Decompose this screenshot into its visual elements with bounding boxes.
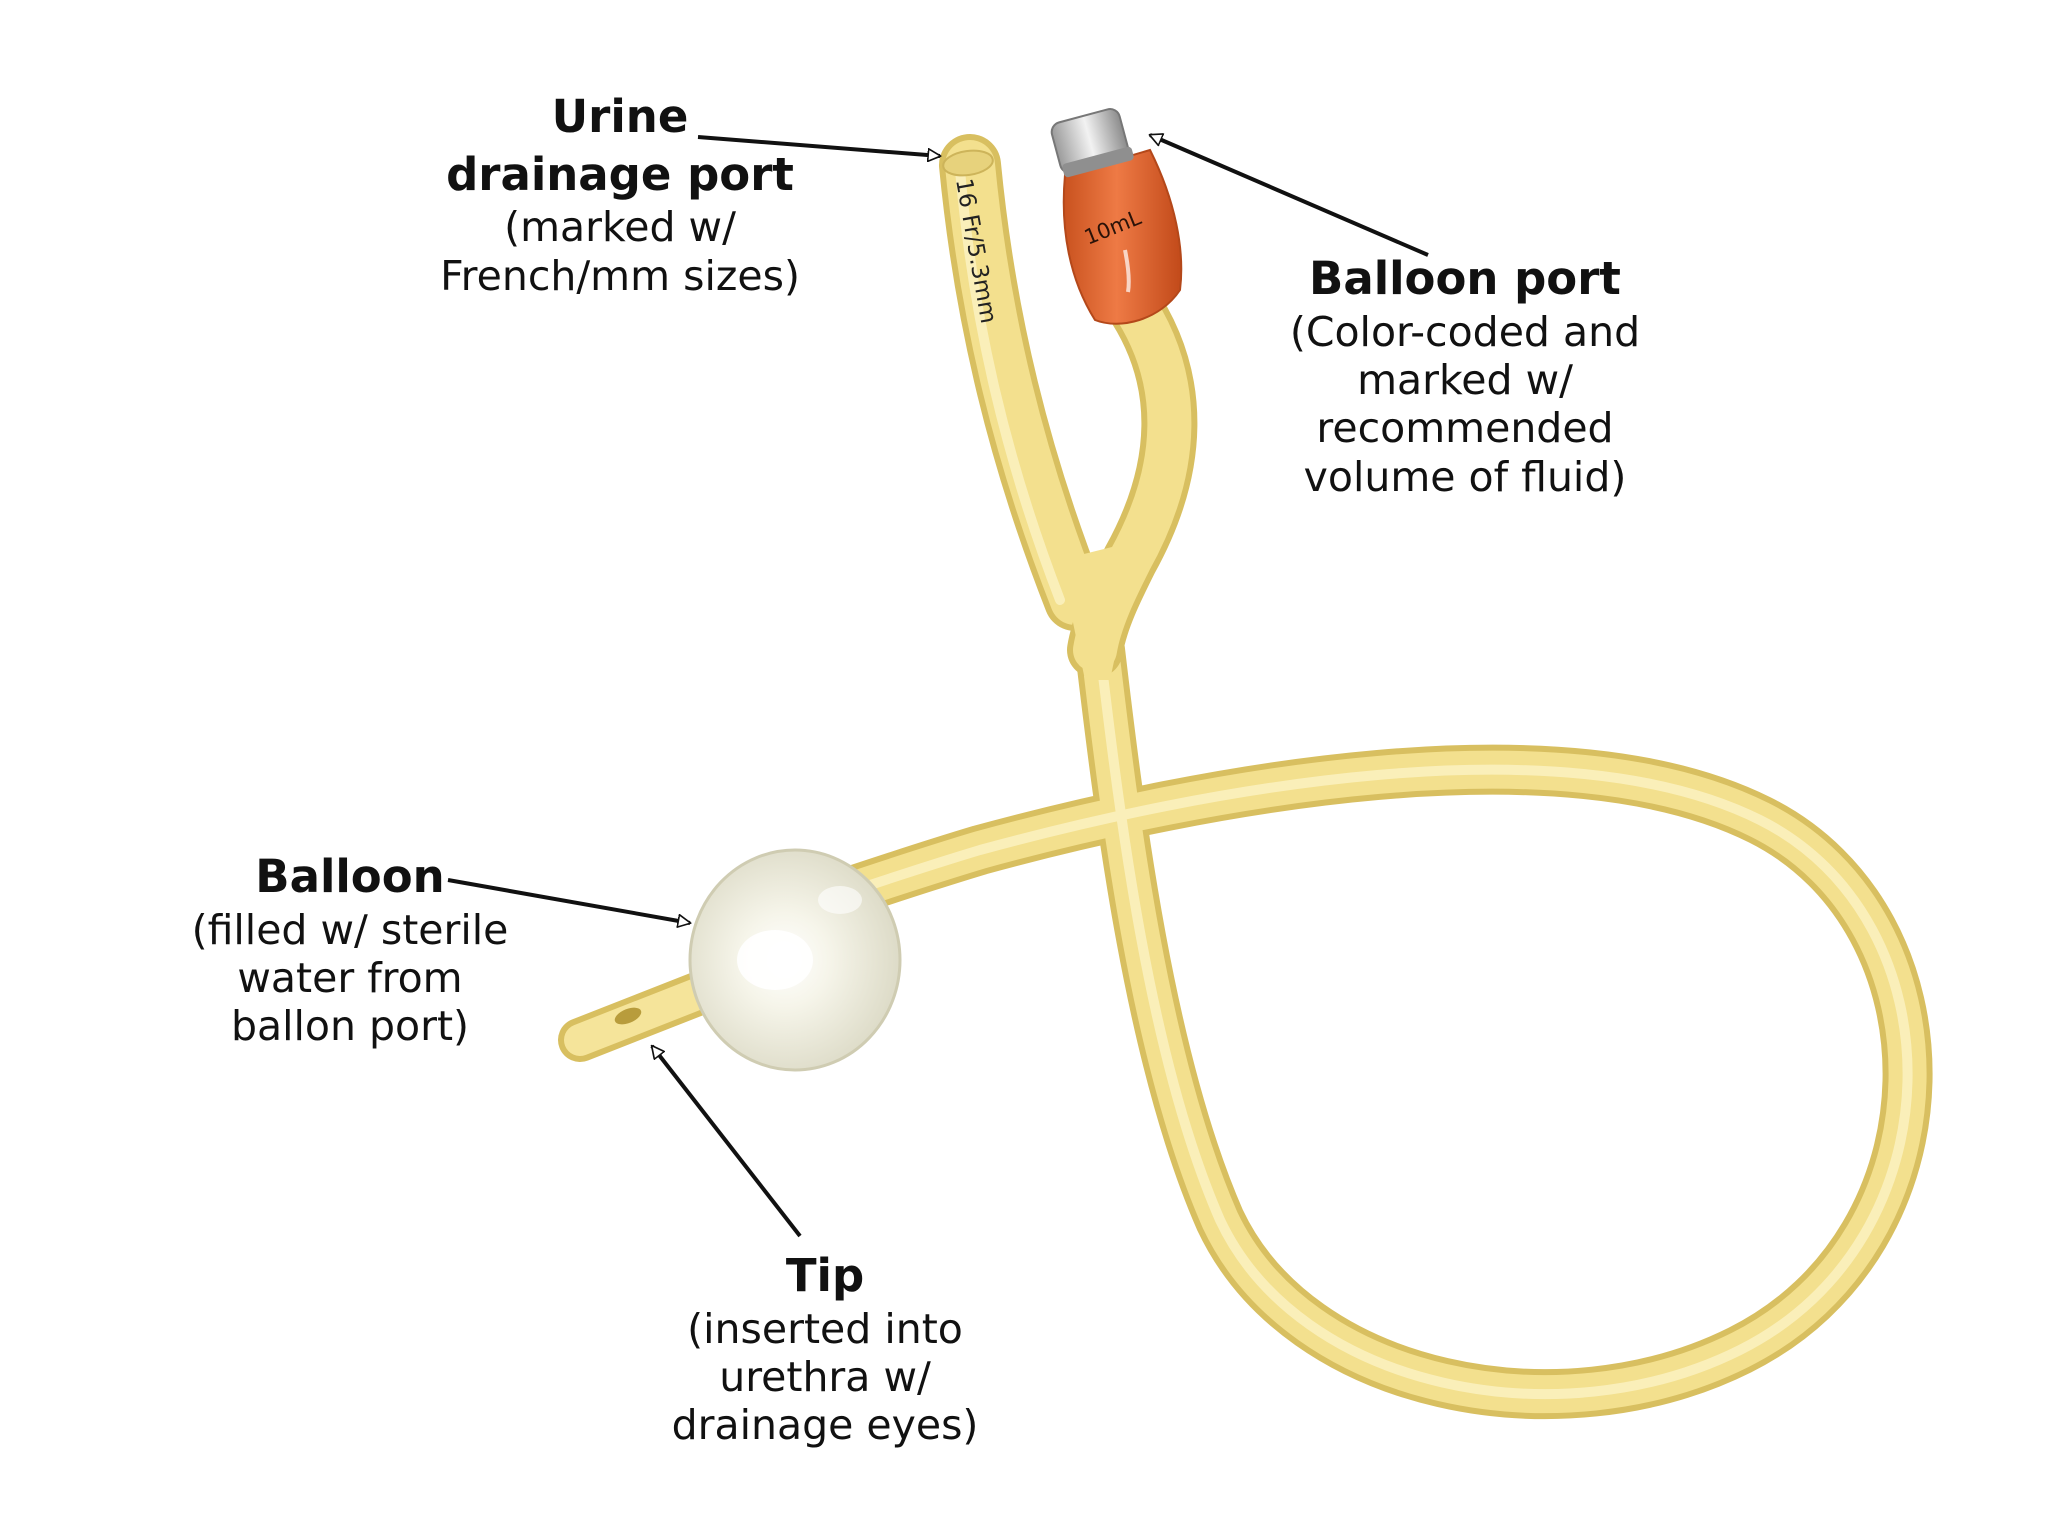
balloon-port-arrow (1150, 135, 1429, 257)
balloon-port-label: Balloon port (Color-coded and marked w/ … (1270, 250, 1660, 501)
balloon-shape (688, 848, 902, 1072)
urine-port-title-line2: drainage port (446, 147, 794, 201)
tip-desc-line1: (inserted into (687, 1304, 963, 1353)
urine-port-desc-line1: (marked w/ (504, 203, 736, 252)
balloon-desc-line3: ballon port) (230, 1002, 470, 1051)
catheter-tube (735, 625, 1933, 1419)
balloon-port-desc-line2: marked w/ (1357, 355, 1573, 404)
balloon-port-title: Balloon port (1309, 252, 1621, 305)
balloon-title: Balloon (255, 850, 445, 903)
tip-desc-line2: urethra w/ (719, 1352, 931, 1401)
balloon-label: Balloon (filled w/ sterile water from ba… (175, 848, 525, 1051)
urine-port-arrow (697, 135, 940, 156)
tip-title: Tip (785, 1249, 865, 1302)
balloon-port-desc-line1: (Color-coded and (1289, 307, 1641, 356)
urine-port-desc-line2: French/mm sizes) (440, 251, 800, 300)
balloon-port-desc-line3: recommended (1316, 404, 1614, 453)
tip-label: Tip (inserted into urethra w/ drainage e… (655, 1247, 995, 1450)
balloon-desc-line1: (filled w/ sterile (191, 905, 509, 954)
callout-arrows (447, 135, 1429, 1238)
tip-arrow (650, 1046, 802, 1238)
balloon-desc-line2: water from (237, 953, 463, 1002)
balloon-port-valve (1050, 108, 1183, 325)
balloon-port-desc-line4: volume of fluid) (1303, 452, 1627, 501)
tip-desc-line3: drainage eyes) (671, 1401, 979, 1450)
y-junction (939, 134, 1198, 680)
drainage-eye (614, 1007, 642, 1025)
urine-port-label: Urine drainage port (marked w/ French/mm… (440, 88, 800, 300)
balloon-arrow (447, 878, 690, 923)
urine-port-title-line1: Urine (551, 90, 689, 143)
